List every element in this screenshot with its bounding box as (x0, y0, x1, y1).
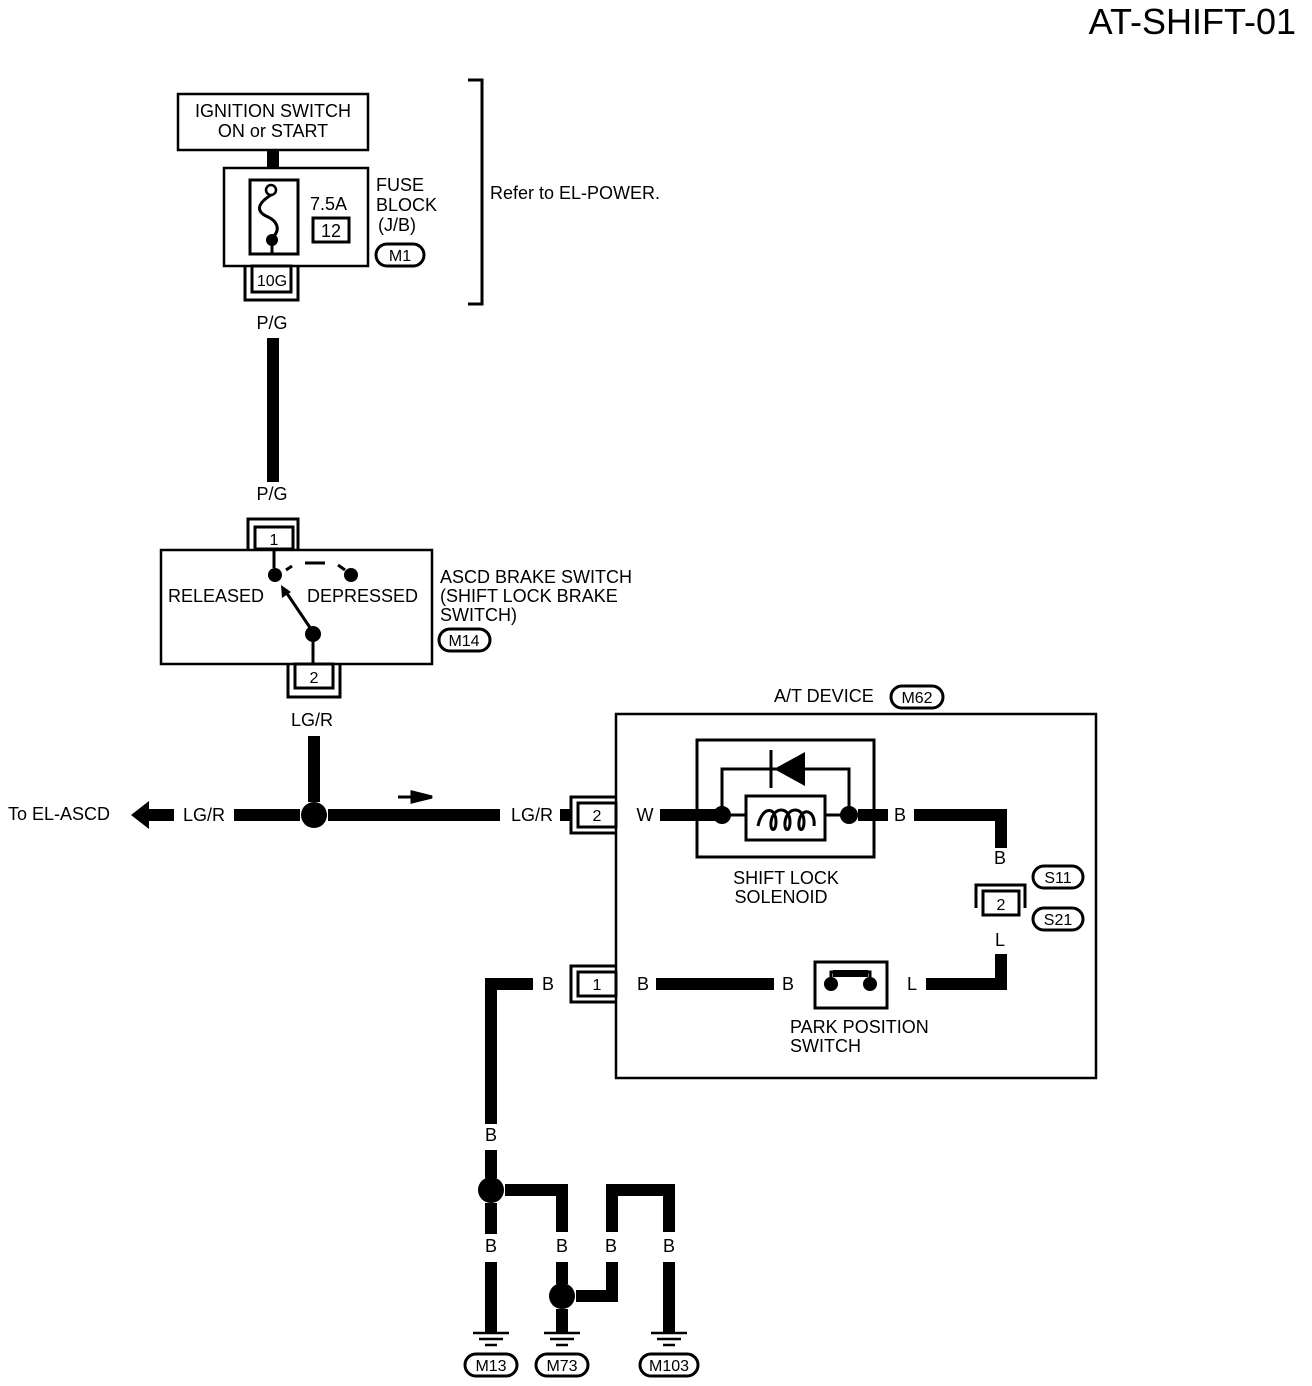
park-switch-label-2: SWITCH (790, 1036, 861, 1056)
ground-icon (651, 1331, 687, 1347)
wire-label-b-down: B (994, 848, 1006, 868)
connector-id-s21: S21 (1031, 906, 1085, 932)
wire-label-b-ground-4: B (605, 1236, 617, 1256)
svg-text:S21: S21 (1044, 912, 1073, 929)
svg-text:M14: M14 (448, 633, 479, 650)
brake-switch-name-2: (SHIFT LOCK BRAKE (440, 586, 618, 606)
shift-lock-solenoid (695, 738, 876, 859)
wire-label-pg-bottom: P/G (256, 484, 287, 504)
diode-icon (774, 752, 805, 786)
fuse-block-label-2: BLOCK (376, 195, 437, 215)
released-label: RELEASED (168, 586, 264, 606)
wire-label-b-ground-5: B (663, 1236, 675, 1256)
ignition-switch: IGNITION SWITCH ON or START (176, 92, 370, 152)
brake-switch-name-3: SWITCH) (440, 605, 517, 625)
fuse-rating: 7.5A (310, 194, 347, 214)
wire-label-w: W (637, 805, 654, 825)
svg-text:M73: M73 (546, 1358, 577, 1375)
depressed-label: DEPRESSED (307, 586, 418, 606)
ground-m73: M73 (534, 1331, 590, 1378)
fuse-block: 7.5A 12 (222, 166, 370, 268)
svg-text:M103: M103 (649, 1358, 689, 1375)
fuse-block-label-3: (J/B) (378, 215, 416, 235)
wire-label-pg-top: P/G (256, 313, 287, 333)
wire-label-b-ground-1: B (485, 1125, 497, 1145)
park-switch-label-1: PARK POSITION (790, 1017, 929, 1037)
wire-label-b-ground-3: B (556, 1236, 568, 1256)
solenoid-label-1: SHIFT LOCK (733, 868, 839, 888)
released-contact (268, 568, 282, 582)
ignition-switch-line2: ON or START (218, 121, 328, 141)
wire-label-b-park-left: B (542, 974, 554, 994)
depressed-contact (344, 568, 358, 582)
refer-note: Refer to EL-POWER. (490, 183, 660, 203)
power-bracket (468, 78, 484, 306)
svg-text:M1: M1 (389, 248, 411, 265)
ignition-switch-line1: IGNITION SWITCH (195, 101, 351, 121)
page-id: AT-SHIFT-01 (1089, 1, 1296, 42)
solenoid-label-2: SOLENOID (734, 887, 827, 907)
wire-label-b-solenoid: B (894, 805, 906, 825)
fuse-block-label-1: FUSE (376, 175, 424, 195)
connector-id-m1: M1 (374, 242, 426, 268)
wire-label-b-conn1: B (637, 974, 649, 994)
connector-id-m62: M62 (889, 684, 945, 710)
svg-text:1: 1 (593, 977, 602, 994)
at-device-terminal-1: 1 (569, 964, 618, 1004)
ground-m13: M13 (463, 1331, 519, 1378)
ground-m103: M103 (638, 1331, 700, 1378)
svg-text:M62: M62 (901, 690, 932, 707)
wire-label-b-ground-2: B (485, 1236, 497, 1256)
switch-arrow-icon (281, 585, 291, 598)
coil-icon (756, 808, 816, 831)
park-position-switch (813, 960, 889, 1010)
svg-text:2: 2 (593, 808, 602, 825)
to-ascd-arrow-icon (131, 801, 149, 829)
ground-icon (544, 1331, 580, 1347)
to-ascd-label: To EL-ASCD (8, 804, 110, 824)
splice-ground (478, 1177, 504, 1203)
splice-lgr (301, 802, 327, 828)
splice-ground-2 (549, 1283, 575, 1309)
wire-label-b-park-in: B (782, 974, 794, 994)
wire-label-lgr-down: LG/R (291, 710, 333, 730)
fuse-icon (258, 193, 279, 240)
brake-switch: RELEASED DEPRESSED (159, 548, 434, 666)
wire-label-lgr-right: LG/R (511, 805, 553, 825)
switch-pivot (305, 626, 321, 642)
fuse-terminal-top (264, 183, 278, 197)
wire-label-lgr-left: LG/R (183, 805, 225, 825)
ground-icon (473, 1331, 509, 1347)
wire-label-l-up: L (995, 930, 1005, 950)
wire-label-l-park: L (907, 974, 917, 994)
connector-id-m14: M14 (437, 627, 492, 653)
current-flow-arrow-icon (398, 790, 433, 804)
svg-text:2: 2 (310, 670, 319, 687)
svg-text:1: 1 (270, 532, 279, 549)
fuse-number: 12 (321, 221, 341, 241)
joint-connector: 2 (974, 883, 1027, 917)
brake-switch-terminal-1: 1 (246, 517, 300, 551)
brake-switch-terminal-2: 2 (286, 662, 342, 699)
connector-10g: 10G (243, 264, 300, 302)
at-device-name: A/T DEVICE (774, 686, 874, 706)
svg-text:10G: 10G (257, 273, 287, 290)
svg-text:S11: S11 (1044, 870, 1071, 887)
connector-id-s11: S11 (1031, 864, 1085, 890)
svg-text:M13: M13 (475, 1358, 506, 1375)
svg-text:2: 2 (997, 897, 1006, 914)
at-device-terminal-2: 2 (569, 795, 618, 835)
brake-switch-name-1: ASCD BRAKE SWITCH (440, 567, 632, 587)
